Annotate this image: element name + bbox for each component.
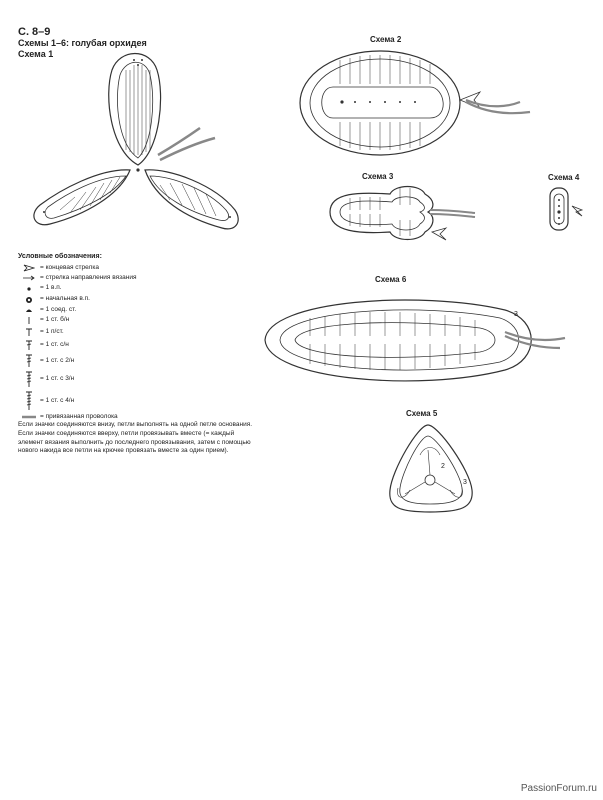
watermark: PassionForum.ru — [520, 783, 597, 794]
hdc-icon — [18, 328, 40, 337]
chain-dot-icon — [18, 285, 40, 293]
trtr-icon — [18, 391, 40, 411]
scheme-5-diagram — [389, 424, 473, 513]
legend-item: = 1 соед. ст. — [18, 306, 258, 314]
s6-row-marker: 3 — [514, 311, 518, 318]
tr-icon — [18, 354, 40, 368]
scheme-2-diagram — [299, 50, 531, 156]
scheme-1-diagram — [33, 53, 239, 230]
legend-item: = 1 ст. с 4/н — [18, 391, 258, 411]
scheme-2-title: Схема 2 — [370, 35, 402, 44]
legend-item: = 1 ст. с 2/н — [18, 354, 258, 368]
legend-item: = 1 п/ст. — [18, 328, 258, 337]
legend-item: = концевая стрелка — [18, 264, 258, 272]
note-top-join: Если значки соединяются вверху, петли пр… — [18, 429, 251, 455]
direction-arrow-icon — [18, 275, 40, 281]
scheme-4-title: Схема 4 — [548, 173, 580, 182]
scheme-6-diagram — [264, 299, 566, 382]
end-arrow-icon — [18, 264, 40, 272]
scheme-3-title: Схема 3 — [362, 172, 394, 181]
legend-item: = привязанная проволока — [18, 413, 258, 421]
scheme-6-title: Схема 6 — [375, 275, 407, 284]
note-bottom-join: Если значки соединяются внизу, петли вып… — [18, 421, 253, 428]
wire-icon — [18, 414, 40, 420]
sc-icon — [18, 316, 40, 325]
legend-item: = 1 ст. с 3/н — [18, 371, 258, 388]
s5-row-marker-2: 2 — [441, 463, 445, 470]
legend-item: = 1 ст. б/н — [18, 316, 258, 325]
slip-stitch-icon — [18, 307, 40, 313]
legend-item: = 1 ст. с/н — [18, 340, 258, 351]
scheme-3-diagram — [329, 185, 476, 241]
legend-title: Условные обозначения: — [18, 253, 102, 260]
scheme-1-title: Схема 1 — [18, 49, 54, 59]
page-subtitle: Схемы 1–6: голубая орхидея — [18, 38, 147, 48]
dtr-icon — [18, 371, 40, 388]
legend: Условные обозначения: = концевая стрелка… — [18, 253, 258, 424]
scheme-5-title: Схема 5 — [406, 409, 438, 418]
notes: Если значки соединяются внизу, петли вып… — [18, 421, 258, 456]
legend-item: = 1 в.п. — [18, 285, 258, 293]
s5-row-marker-3: 3 — [463, 479, 467, 486]
page-reference: С. 8–9 — [18, 26, 51, 38]
dc-icon — [18, 340, 40, 351]
legend-item: = начальная в.п. — [18, 296, 258, 304]
scheme-4-diagram — [549, 187, 584, 231]
start-chain-icon — [18, 296, 40, 304]
legend-item: = стрелка направления вязания — [18, 274, 258, 282]
